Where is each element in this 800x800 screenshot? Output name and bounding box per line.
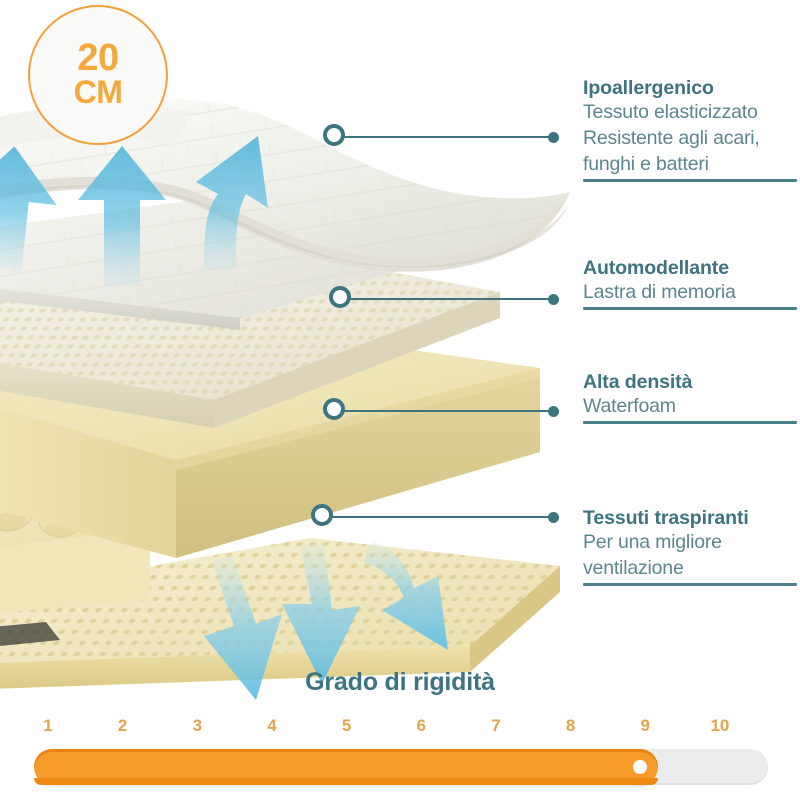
rigidity-scale-number: 1 [43, 716, 53, 735]
callout-desc-line-2: ventilazione [583, 557, 684, 580]
callout-underline [583, 583, 797, 587]
callout-desc-line-1: Tessuto elasticizzato [583, 101, 758, 124]
callout-desc-line-1: Lastra di memoria [583, 281, 736, 304]
rigidity-title: Grado di rigidità [305, 668, 495, 696]
callout-title: Ipoallergenico [583, 77, 714, 99]
callout-underline [583, 307, 797, 311]
callout-underline [583, 179, 797, 183]
rigidity-scale-number: 4 [267, 716, 277, 735]
callout-title: Alta densità [583, 371, 693, 393]
callout-desc-line-2: Resistente agli acari, [583, 127, 760, 150]
rigidity-scale-number: 7 [491, 716, 501, 735]
callout-desc-line-1: Waterfoam [583, 395, 676, 418]
thickness-unit: CM [73, 74, 123, 111]
rigidity-slider[interactable] [34, 749, 768, 785]
callout-title: Automodellante [583, 257, 729, 279]
callout-underline [583, 421, 797, 425]
rigidity-scale-number: 6 [416, 716, 427, 735]
callout-ipoallergenico: Ipoallergenico Tessuto elasticizzato Res… [583, 76, 797, 183]
callout-tessuti-traspiranti: Tessuti traspiranti Per una migliore ven… [583, 506, 797, 587]
slider-thumb[interactable] [633, 760, 647, 774]
callout-desc-line-3: funghi e batteri [583, 153, 709, 176]
callout-automodellante: Automodellante Lastra di memoria [583, 256, 797, 311]
thickness-value: 20 [77, 37, 119, 80]
slider-fill [34, 749, 658, 785]
rigidity-arrows-down [204, 540, 448, 700]
callout-desc-line-1: Per una migliore [583, 531, 722, 554]
callout-title: Tessuti traspiranti [583, 507, 749, 529]
rigidity-scale-number: 5 [341, 716, 352, 735]
airflow-arrows-up [0, 136, 268, 286]
thickness-badge: 20 CM [28, 5, 168, 145]
rigidity-scale-number: 9 [640, 716, 650, 735]
rigidity-scale-number: 3 [192, 716, 203, 735]
rigidity-scale-number: 8 [565, 716, 576, 735]
callout-alta-densita: Alta densità Waterfoam [583, 370, 797, 425]
rigidity-scale-number: 10 [710, 716, 730, 735]
rigidity-scale-labels: 1 2 3 4 5 6 7 8 9 10 [34, 716, 734, 736]
rigidity-scale-number: 2 [117, 716, 128, 735]
